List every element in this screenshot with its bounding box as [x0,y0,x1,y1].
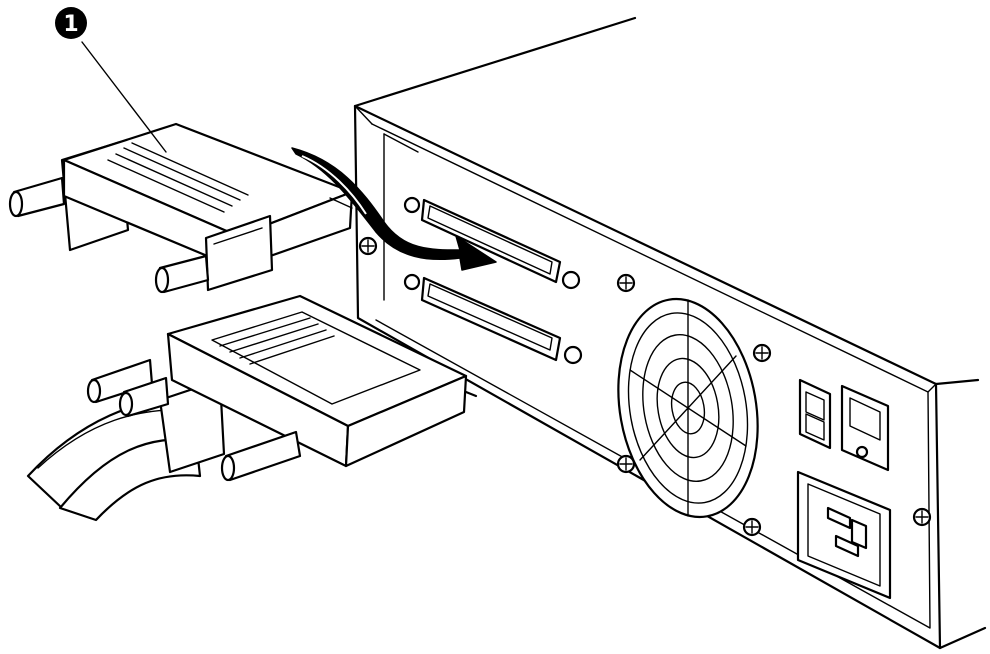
callout-1-badge [55,7,87,39]
insertion-arrow [291,147,497,271]
panel-screw-fan-top-right [752,343,772,363]
panel-screw-fan-bottom-right [742,517,762,537]
scsi-port-bottom [403,273,583,365]
power-switch[interactable] [798,378,890,472]
fan-grill [617,297,759,519]
power-inlet [796,470,892,600]
panel-screw-right [912,507,932,527]
scsi-cable-connector-lower [26,294,478,522]
scsi-port-top [403,196,581,290]
scsi-connector-upper [8,122,354,294]
panel-screw-left [358,236,378,256]
callout-1: 1 [55,7,167,153]
panel-screw-fan-top-left [616,273,636,293]
callout-1-number: 1 [63,12,78,37]
